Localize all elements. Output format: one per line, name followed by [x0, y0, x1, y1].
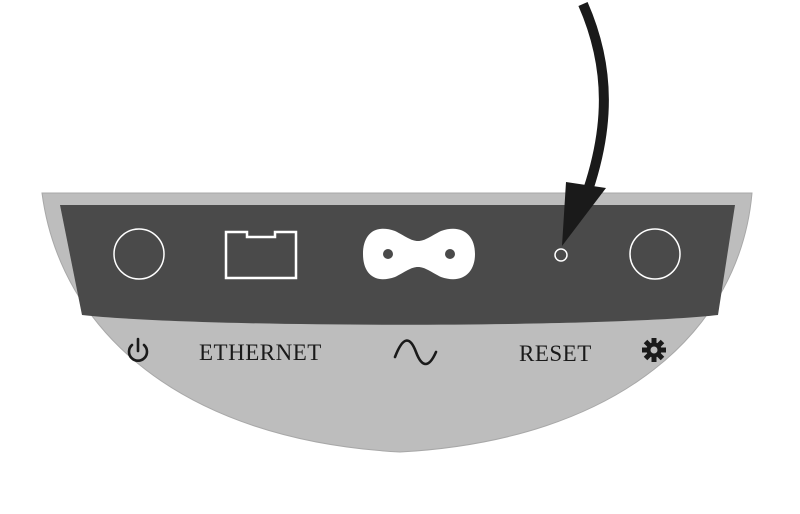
function-button[interactable]: [629, 228, 681, 280]
power-led[interactable]: [113, 228, 165, 280]
gear-icon: [642, 338, 666, 362]
ac-sine-wave-icon: [393, 339, 438, 366]
ethernet-port[interactable]: [224, 230, 298, 280]
ethernet-label: ETHERNET: [199, 340, 322, 365]
reset-pinhole[interactable]: [554, 248, 568, 262]
ac-power-inlet[interactable]: [363, 228, 475, 280]
reset-label: RESET: [519, 341, 592, 366]
arrow-icon: [562, 1, 609, 246]
power-icon: [127, 337, 149, 362]
